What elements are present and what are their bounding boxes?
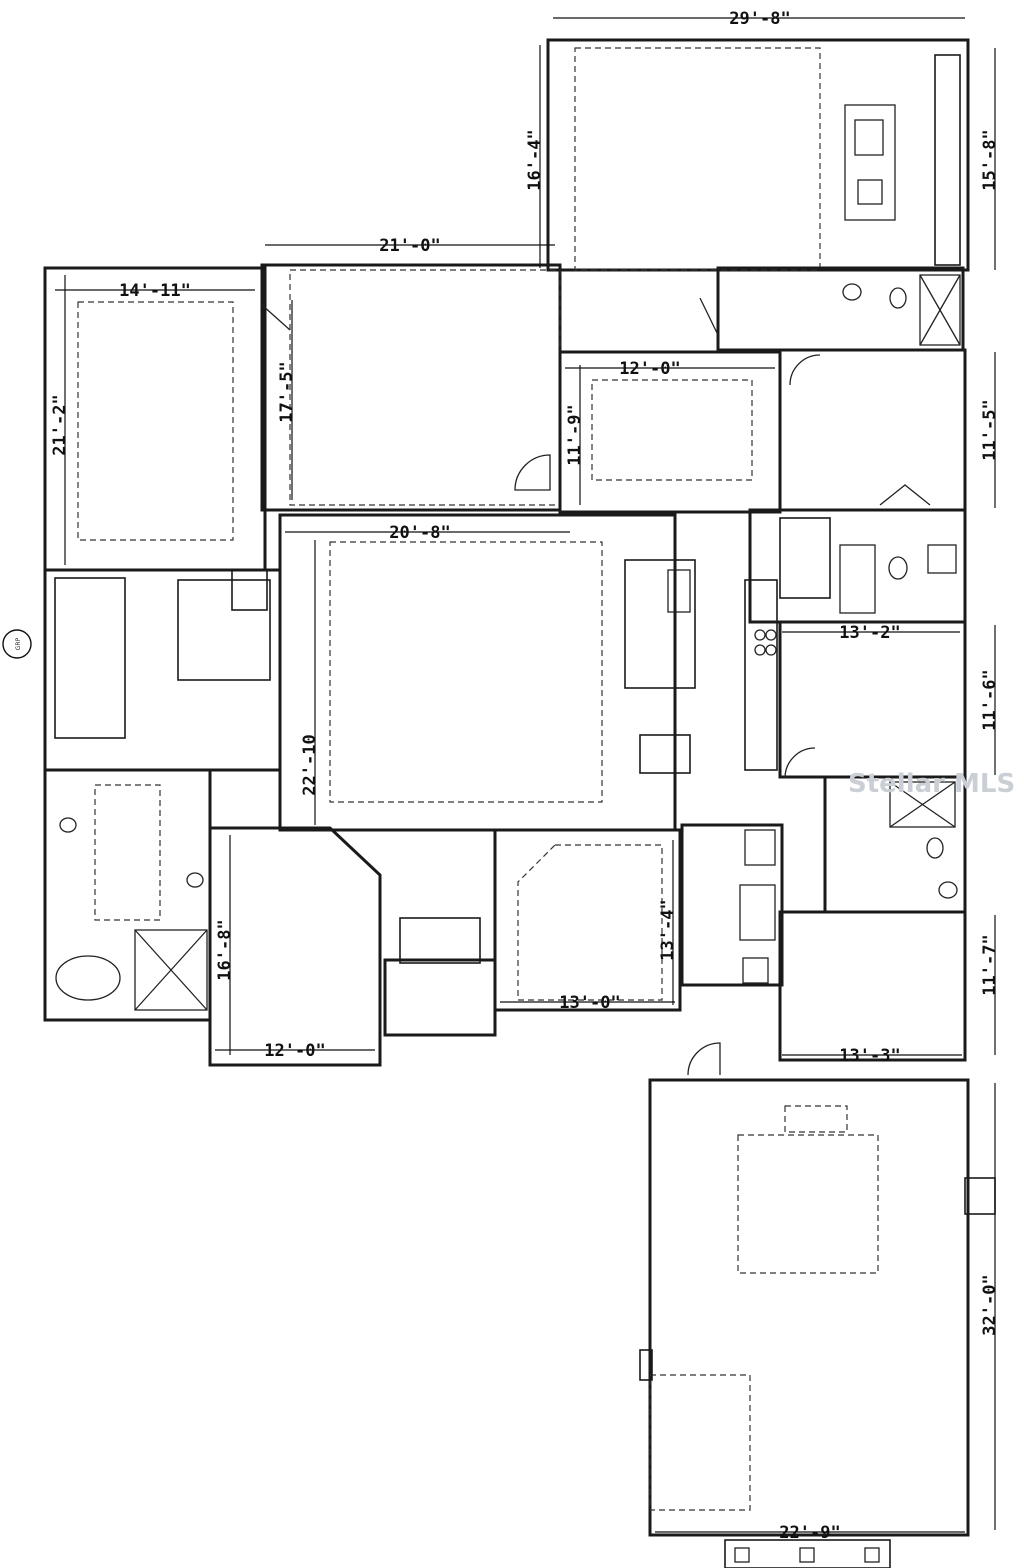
bath-3	[748, 508, 967, 624]
dimension-lines	[55, 17, 996, 1533]
covered-patio	[260, 263, 562, 512]
grp-label: GRP	[15, 637, 22, 650]
dim-covered-depth: 17'-5"	[277, 361, 297, 422]
watermark: Stellar MLS	[848, 769, 1015, 799]
kitchen-island	[624, 559, 696, 689]
master-bath	[43, 768, 212, 1022]
dim-foyer-depth: 13'-4"	[658, 899, 678, 960]
bedroom-3	[778, 620, 967, 779]
dim-bed4-width: 13'-3"	[839, 1046, 900, 1066]
bedroom-2	[778, 348, 967, 512]
dimension-labels: 29'-8" 16'-4" 15'-8" 21'-0" 14'-11" 21'-…	[50, 9, 1000, 1543]
dim-study-depth: 16'-8"	[215, 919, 235, 980]
laundry-room	[680, 823, 784, 987]
outdoor-kitchen-fixture	[844, 104, 896, 221]
great-room	[278, 513, 677, 832]
dim-great-depth: 22'-10	[300, 734, 320, 795]
tub-fixture	[55, 955, 121, 1001]
dim-dining-width: 12'-0"	[619, 359, 680, 379]
garage	[639, 1078, 996, 1568]
bathtub-fixture	[839, 544, 876, 614]
dim-bed2-depth: 11'-5"	[980, 399, 1000, 460]
dim-bed4-depth: 11'-7"	[980, 934, 1000, 995]
dim-master-width: 14'-11"	[119, 281, 191, 301]
dim-lanai-depth: 16'-4"	[525, 129, 545, 190]
bedroom-4	[778, 910, 967, 1062]
dim-foyer-width: 13'-0"	[559, 993, 620, 1013]
dim-master-depth: 21'-2"	[50, 394, 70, 455]
dim-lanai-right-depth: 15'-8"	[980, 129, 1000, 190]
dim-dining-depth: 11'-9"	[565, 404, 585, 465]
kitchen-counter	[744, 579, 778, 771]
dim-great-width: 20'-8"	[389, 523, 450, 543]
study-room	[208, 826, 382, 1067]
dim-bed3-width: 13'-2"	[839, 623, 900, 643]
dim-garage-depth: 32'-0"	[980, 1274, 1000, 1335]
master-bedroom	[43, 266, 267, 572]
dim-top-width: 29'-8"	[729, 9, 790, 29]
dim-garage-width: 22'-9"	[779, 1523, 840, 1543]
dim-study-width: 12'-0"	[264, 1041, 325, 1061]
entry-doors	[399, 917, 481, 964]
dim-lanai-width: 21'-0"	[379, 236, 440, 256]
kitchen	[624, 559, 778, 774]
dim-bed3-depth: 11'-6"	[980, 669, 1000, 730]
lanai-room	[546, 38, 970, 272]
bath-2	[716, 266, 965, 352]
grp-marker: GRP	[2, 629, 32, 659]
shower-fixture	[134, 929, 208, 1011]
master-closets	[43, 568, 282, 772]
foyer	[383, 828, 682, 1037]
door-swings	[261, 297, 931, 1076]
